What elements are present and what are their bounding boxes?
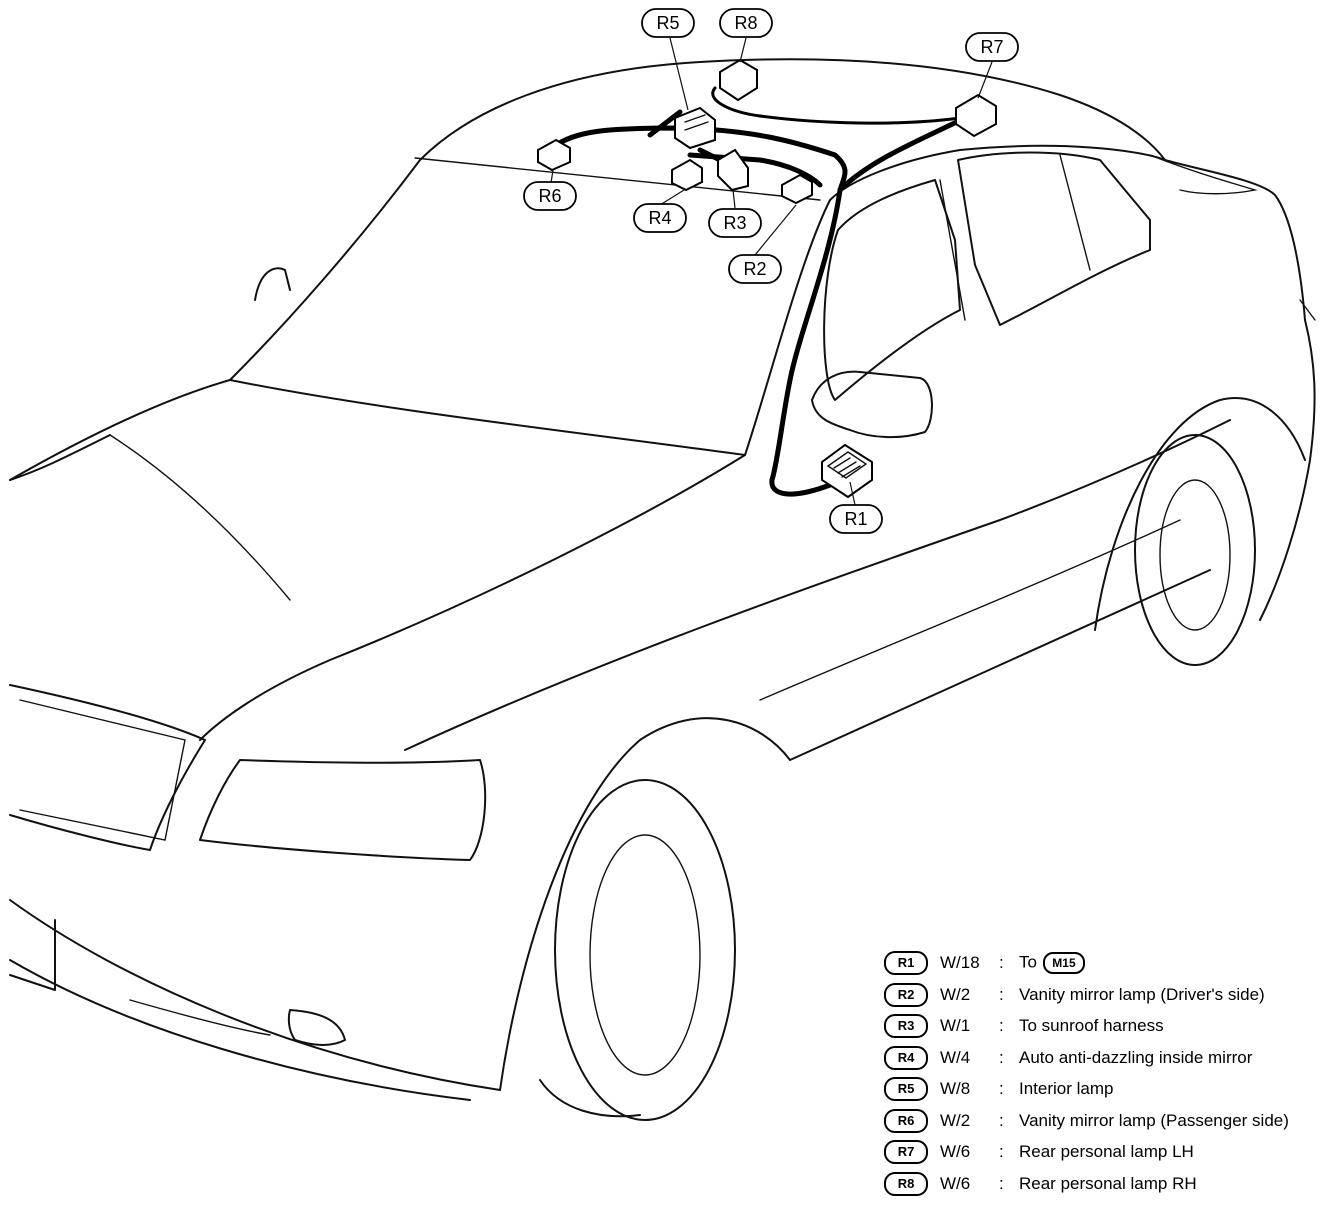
tag-label: R5: [656, 13, 679, 33]
tag-label: R8: [734, 13, 757, 33]
connector-r4: [671, 158, 703, 192]
description-text: Auto anti-dazzling inside mirror: [1019, 1047, 1253, 1067]
separator: :: [999, 1047, 1004, 1067]
connector-description: Auto anti-dazzling inside mirror: [1019, 1048, 1252, 1068]
tag-r5: R5: [641, 8, 695, 38]
reference-badge: M15: [1042, 952, 1085, 974]
car-outline: [9, 58, 1316, 1121]
connector-description: Vanity mirror lamp (Passenger side): [1019, 1111, 1289, 1131]
connector-description: Vanity mirror lamp (Driver's side): [1019, 985, 1265, 1005]
connector-badge: R7: [884, 1140, 928, 1164]
separator: :: [999, 1142, 1004, 1161]
description-text: Vanity mirror lamp (Passenger side): [1019, 1110, 1289, 1130]
connector-badge: R8: [884, 1171, 928, 1196]
wire-spec: W/18: [940, 953, 980, 972]
connector-r3: [717, 148, 749, 192]
connector-r2: [781, 173, 813, 205]
tag-label: R6: [538, 186, 561, 206]
wire-spec: W/1: [940, 1016, 971, 1035]
description-text: To: [1019, 952, 1037, 972]
connector-r8: [719, 58, 758, 102]
tag-label: R7: [980, 37, 1003, 57]
wire-spec: W/2: [940, 984, 971, 1004]
tag-label: R3: [723, 213, 746, 233]
tag-r8: R8: [719, 8, 773, 38]
legend-row: R2 W/2: Vanity mirror lamp (Driver's side): [884, 982, 1265, 1008]
connector-badge: R5: [884, 1077, 928, 1101]
connector-r1: [821, 443, 873, 499]
separator: :: [999, 953, 1004, 972]
separator: :: [999, 1079, 1004, 1098]
tag-r3: R3: [708, 208, 762, 238]
connector-r6: [537, 138, 571, 172]
connector-badge: R6: [884, 1108, 928, 1133]
connector-description: Interior lamp: [1019, 1079, 1113, 1099]
tag-r1: R1: [829, 504, 883, 534]
tag-r6: R6: [523, 181, 577, 211]
legend-row: R6 W/2: Vanity mirror lamp (Passenger side…: [884, 1108, 1289, 1134]
tag-label: R1: [844, 509, 867, 529]
separator: :: [999, 1016, 1004, 1035]
connector-badge: R1: [884, 951, 928, 975]
tag-r4: R4: [633, 203, 687, 233]
separator: :: [999, 1110, 1004, 1130]
connector-r5: [674, 106, 716, 150]
roof-harness: [549, 86, 968, 497]
wire-spec: W/6: [940, 1173, 971, 1193]
description-text: Vanity mirror lamp (Driver's side): [1019, 984, 1265, 1004]
connector-r7: [955, 93, 997, 138]
tag-r2: R2: [728, 254, 782, 284]
wire-spec: W/2: [940, 1110, 971, 1130]
description-text: To sunroof harness: [1019, 1016, 1164, 1035]
tag-label: R4: [648, 208, 671, 228]
separator: :: [999, 984, 1004, 1004]
connector-badge: R2: [884, 982, 928, 1007]
legend-row: R8 W/6: Rear personal lamp RH: [884, 1171, 1197, 1197]
description-text: Rear personal lamp LH: [1019, 1142, 1194, 1161]
description-text: Rear personal lamp RH: [1019, 1173, 1197, 1193]
leader-lines: [550, 37, 993, 506]
connector-badge: R4: [884, 1045, 928, 1070]
separator: :: [999, 1173, 1004, 1193]
connector-description: To sunroof harness: [1019, 1016, 1164, 1036]
tag-r7: R7: [965, 32, 1019, 62]
wire-spec: W/6: [940, 1142, 971, 1161]
legend-row: R3 W/1: To sunroof harness: [884, 1013, 1164, 1039]
tag-label: R2: [743, 259, 766, 279]
connector-badge: R3: [884, 1014, 928, 1038]
legend-row: R4 W/4: Auto anti-dazzling inside mirror: [884, 1045, 1252, 1071]
connector-description: Rear personal lamp RH: [1019, 1174, 1197, 1194]
description-text: Interior lamp: [1019, 1079, 1114, 1098]
connector-description: Rear personal lamp LH: [1019, 1142, 1194, 1162]
legend-row: R7 W/6: Rear personal lamp LH: [884, 1139, 1194, 1165]
wire-spec: W/4: [940, 1047, 971, 1067]
legend-row: R5 W/8: Interior lamp: [884, 1076, 1113, 1102]
wire-spec: W/8: [940, 1079, 971, 1098]
